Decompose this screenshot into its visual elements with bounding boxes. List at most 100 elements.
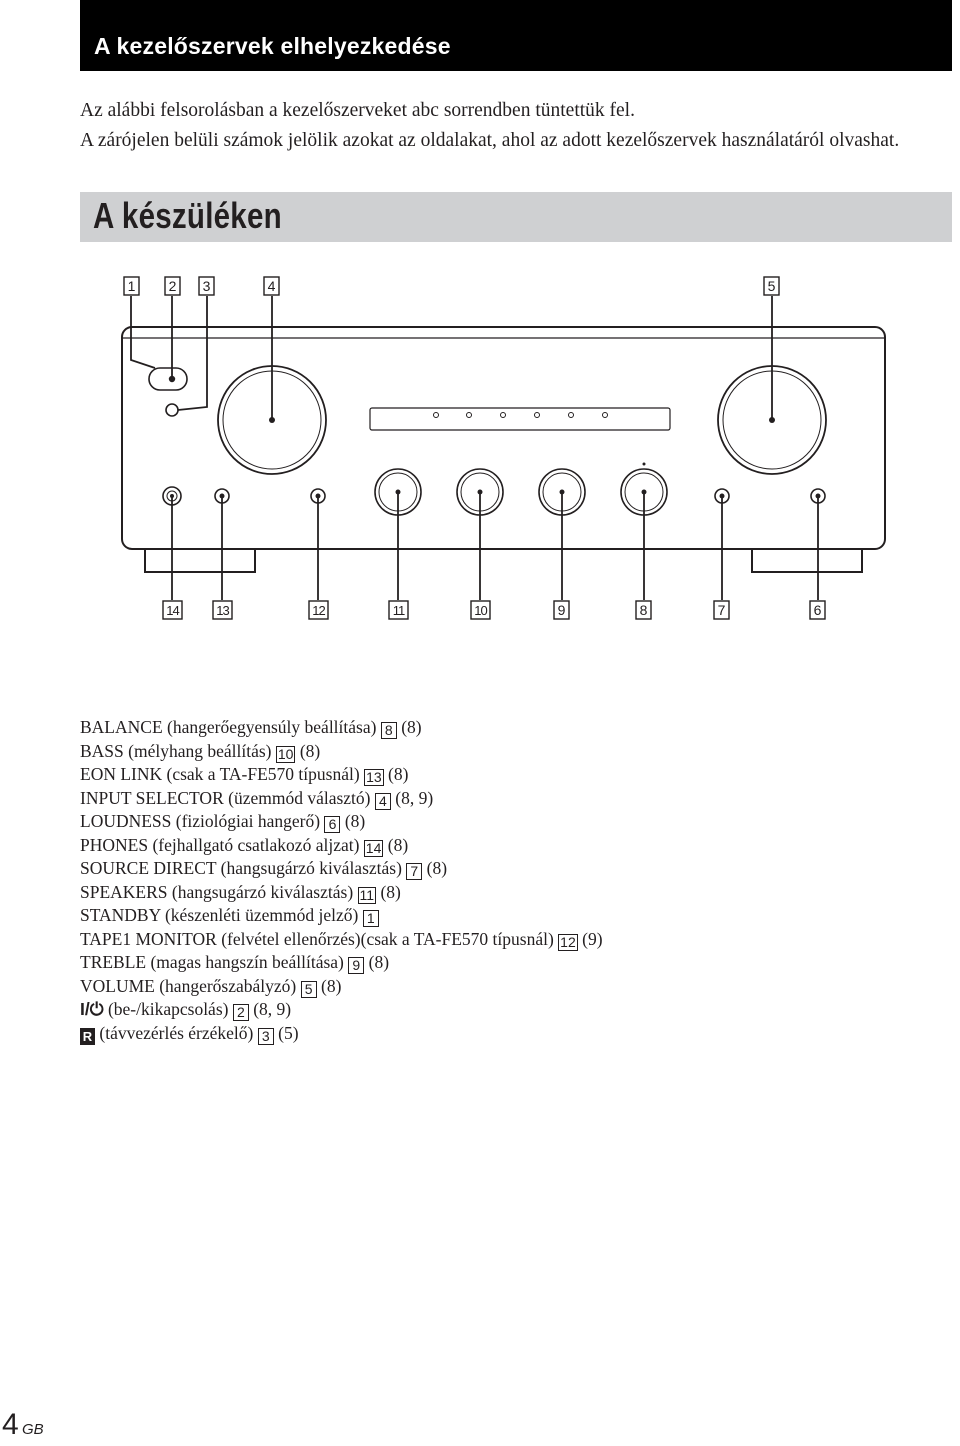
list-item-text: (8, 9) xyxy=(395,787,434,808)
list-item: TREBLE (magas hangszín beállítása) 9 (8) xyxy=(80,951,640,975)
list-item: BALANCE (hangerőegyensúly beállítása) 8 … xyxy=(80,716,640,740)
callout-11-box xyxy=(388,600,409,620)
list-item-text: (8) xyxy=(321,975,342,996)
remote-sensor-icon: R xyxy=(80,1027,95,1045)
callout-number-box: 2 xyxy=(232,1004,249,1021)
callout-1-box xyxy=(123,276,140,296)
list-item: BASS (mélyhang beállítás) 10 (8) xyxy=(80,740,640,764)
callout-6: 6 xyxy=(814,602,822,618)
list-item-text: (5) xyxy=(278,1022,299,1043)
callout-13-box xyxy=(212,600,233,620)
list-item: I/⏻ (be-/kikapcsolás) 2 (8, 9) xyxy=(80,998,640,1022)
callout-number-box: 1 xyxy=(362,910,379,927)
list-item-text: BASS (mélyhang beállítás) xyxy=(80,740,272,761)
callout-14: 14 xyxy=(166,603,179,618)
callout-12: 12 xyxy=(312,603,325,618)
intro-line-2: A zárójelen belüli számok jelölik azokat… xyxy=(80,130,900,151)
callout-9: 9 xyxy=(558,602,566,618)
list-item: INPUT SELECTOR (üzemmód választó) 4 (8, … xyxy=(80,787,640,811)
list-item-text: TREBLE (magas hangszín beállítása) xyxy=(80,952,344,972)
list-item-text: BALANCE (hangerőegyensúly beállítása) xyxy=(80,717,377,737)
remote-sensor xyxy=(165,403,179,417)
page-number: 4 xyxy=(2,1408,19,1441)
callout-number-box: 7 xyxy=(406,863,423,880)
display-window xyxy=(369,407,671,431)
list-item-text: (8) xyxy=(426,858,448,878)
callout-number-box: 11 xyxy=(357,886,377,904)
callout-5-box xyxy=(763,276,780,296)
list-item: R (távvezérlés érzékelő) 3 (5) xyxy=(80,1022,640,1046)
callout-7-box xyxy=(713,600,730,620)
callout-4-box xyxy=(263,276,280,296)
page-title: A kezelőszervek elhelyezkedése xyxy=(94,33,451,59)
callout-10-box xyxy=(470,600,491,620)
list-item-text: (8) xyxy=(344,811,366,831)
callout-2-box xyxy=(164,276,181,296)
callout-1: 1 xyxy=(128,278,136,294)
chassis-outline xyxy=(121,326,886,550)
list-item-text: SPEAKERS (hangsugárzó kiválasztás) xyxy=(80,881,354,902)
list-item: TAPE1 MONITOR (felvétel ellenőrzés)(csak… xyxy=(80,928,640,952)
callout-9-box xyxy=(553,600,570,620)
list-item-text: SOURCE DIRECT (hangsugárzó kiválasztás) xyxy=(80,858,402,878)
section-bar xyxy=(80,192,952,242)
list-item: SPEAKERS (hangsugárzó kiválasztás) 11 (8… xyxy=(80,881,640,905)
list-item-text: TAPE1 MONITOR (felvétel ellenőrzés)(csak… xyxy=(80,928,554,949)
callout-number-box: 14 xyxy=(363,839,384,857)
callout-3: 3 xyxy=(203,278,211,294)
list-item-text: (8) xyxy=(387,834,409,855)
callout-5: 5 xyxy=(768,278,776,294)
list-item-text: STANDBY (készenléti üzemmód jelző) xyxy=(80,905,359,925)
callout-number-box: 6 xyxy=(324,816,341,833)
list-item-text: (8) xyxy=(388,764,409,784)
list-item-text: (távvezérlés érzékelő) xyxy=(99,1022,254,1043)
list-item: EON LINK (csak a TA-FE570 típusnál) 13 (… xyxy=(80,763,640,787)
callout-8-box xyxy=(635,600,652,620)
list-item: STANDBY (készenléti üzemmód jelző) 1 xyxy=(80,904,640,928)
list-item-text: (be-/kikapcsolás) xyxy=(107,999,229,1019)
power-icon: I/⏻ xyxy=(80,999,104,1019)
list-item: SOURCE DIRECT (hangsugárzó kiválasztás) … xyxy=(80,857,640,881)
intro-line-1: Az alábbi felsorolásban a kezelőszerveke… xyxy=(80,100,635,121)
list-item-text: (8) xyxy=(299,740,321,761)
callout-8: 8 xyxy=(640,602,648,618)
callout-12-box xyxy=(308,600,329,620)
list-item-text: (8) xyxy=(368,952,390,972)
intro-text: Az alábbi felsorolásban a kezelőszerveke… xyxy=(80,96,952,156)
list-item: PHONES (fejhallgató csatlakozó aljzat) 1… xyxy=(80,834,640,858)
list-item-text: (8) xyxy=(380,881,401,902)
callout-number-box: 9 xyxy=(348,957,365,974)
callout-number-box: 4 xyxy=(374,792,391,810)
power-button xyxy=(148,367,188,391)
callout-14-box xyxy=(162,600,183,620)
list-item: VOLUME (hangerőszabályzó) 5 (8) xyxy=(80,975,640,999)
callout-number-box: 5 xyxy=(300,980,317,998)
list-item-text: LOUDNESS (fiziológiai hangerő) xyxy=(80,811,321,831)
list-item-text: INPUT SELECTOR (üzemmód választó) xyxy=(80,787,371,808)
list-item-text: (8) xyxy=(401,717,422,737)
callout-number-box: 13 xyxy=(364,769,384,786)
callout-3-box xyxy=(198,276,215,296)
callout-10: 10 xyxy=(474,603,487,618)
callout-number-box: 10 xyxy=(275,745,296,763)
list-item-text: VOLUME (hangerőszabályzó) xyxy=(80,975,297,996)
section-title: A készüléken xyxy=(93,195,282,236)
list-item: LOUDNESS (fiziológiai hangerő) 6 (8) xyxy=(80,810,640,834)
page-suffix: GB xyxy=(22,1421,44,1438)
list-item-text: PHONES (fejhallgató csatlakozó aljzat) xyxy=(80,834,360,855)
callout-11: 11 xyxy=(393,603,405,618)
foot-right xyxy=(751,549,863,573)
callout-7: 7 xyxy=(718,602,726,618)
list-item-text: EON LINK (csak a TA-FE570 típusnál) xyxy=(80,764,360,784)
callout-4: 4 xyxy=(268,278,276,294)
callout-2: 2 xyxy=(169,278,177,294)
callout-6-box xyxy=(809,600,826,620)
foot-left xyxy=(144,549,256,573)
callout-13: 13 xyxy=(216,603,229,618)
amplifier-front-panel-diagram: 1 2 3 4 5 14 13 12 11 10 9 8 7 6 xyxy=(121,276,886,620)
callout-number-box: 12 xyxy=(558,933,578,951)
controls-list: BALANCE (hangerőegyensúly beállítása) 8 … xyxy=(80,716,640,1045)
header-bar xyxy=(80,0,952,71)
callout-number-box: 8 xyxy=(380,722,397,739)
list-item-text: (9) xyxy=(582,928,603,949)
